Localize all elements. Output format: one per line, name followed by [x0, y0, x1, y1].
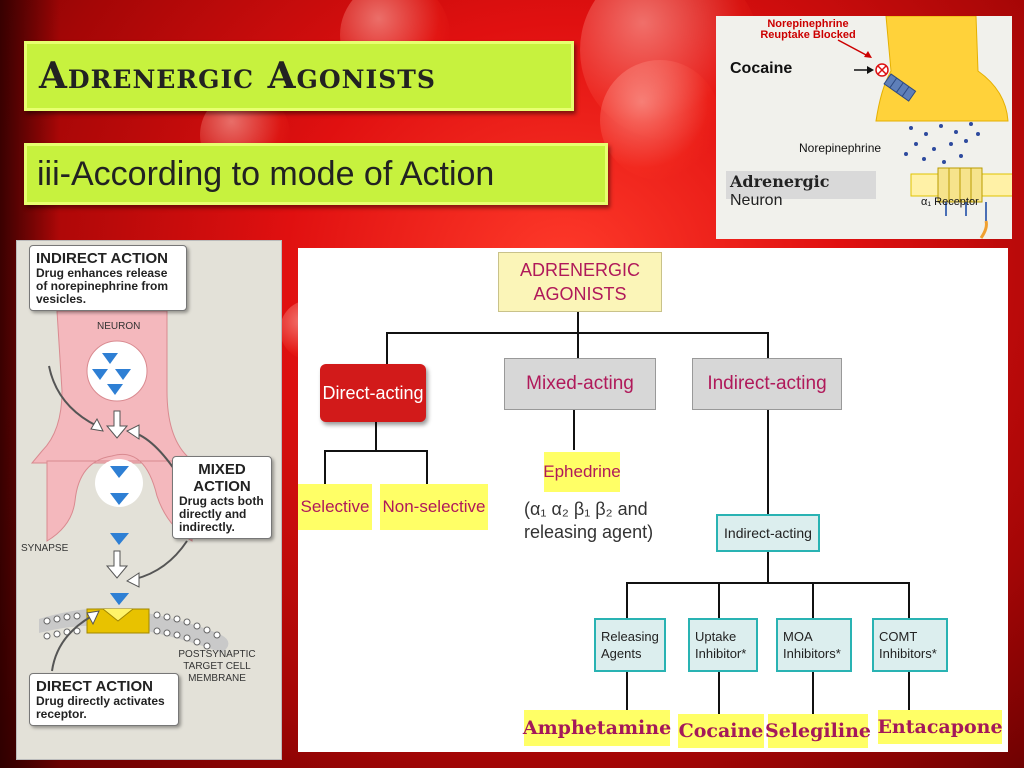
indirect-acting-sub-node: Indirect-acting — [716, 514, 820, 552]
mixed-acting-node: Mixed-acting — [504, 358, 656, 410]
connector-line — [718, 672, 720, 716]
connector-line — [577, 310, 579, 332]
selective-label: Selective — [298, 484, 372, 530]
indirect-acting-node: Indirect-acting — [692, 358, 842, 410]
connector-line — [426, 450, 428, 484]
membrane-label: POSTSYNAPTIC TARGET CELL MEMBRANE — [178, 649, 256, 684]
page-subtitle: iii-According to mode of Action — [37, 154, 495, 193]
connector-line — [626, 582, 910, 584]
connector-line — [626, 582, 628, 618]
reuptake-label-line2: Reuptake Blocked — [760, 29, 856, 41]
connector-line — [908, 672, 910, 716]
amphetamine-label: Amphetamine — [523, 710, 671, 746]
root-node-line1: ADRENERGIC — [519, 260, 640, 280]
direct-action-callout: DIRECT ACTION Drug directly activates re… — [29, 673, 179, 726]
direct-acting-node: Direct-acting — [320, 364, 426, 422]
uptake-line2: Inhibitor* — [695, 646, 747, 661]
releasing-agents-node: Releasing Agents — [594, 618, 666, 672]
comt-inhibitors-node: COMT Inhibitors* — [872, 618, 948, 672]
page-title: Adrenergic Agonists — [39, 55, 436, 97]
releasing-line2: Agents — [601, 646, 642, 661]
moa-line1: MOA — [783, 629, 813, 644]
connector-line — [767, 410, 769, 514]
connector-line — [573, 410, 575, 450]
comt-line1: COMT — [879, 629, 918, 644]
connector-line — [324, 450, 428, 452]
direct-action-text: Drug directly activates receptor. — [36, 694, 165, 721]
indirect-action-text: Drug enhances release of norepinephrine … — [36, 266, 168, 306]
ephedrine-label: Ephedrine — [543, 452, 621, 492]
mixed-action-callout: MIXED ACTION Drug acts both directly and… — [172, 456, 272, 539]
connector-line — [577, 332, 579, 358]
connector-line — [626, 672, 628, 716]
ephedrine-desc-line1: (α₁ α₂ β₁ β₂ and — [524, 499, 648, 519]
moa-inhibitors-node: MOA Inhibitors* — [776, 618, 852, 672]
indirect-action-title: INDIRECT ACTION — [36, 250, 168, 267]
subtitle-box: iii-According to mode of Action — [24, 143, 608, 205]
cocaine-figure: Norepinephrine Reuptake Blocked Cocaine … — [716, 16, 1012, 239]
connector-line — [386, 332, 388, 364]
moa-line2: Inhibitors* — [783, 646, 841, 661]
releasing-line1: Releasing — [601, 629, 659, 644]
mixed-action-text: Drug acts both directly and indirectly. — [179, 494, 264, 534]
connector-line — [375, 422, 377, 452]
neuron-illustration — [30, 310, 229, 672]
connector-line — [767, 332, 769, 358]
entacapone-label: Entacapone — [877, 710, 1003, 744]
neuron-label: NEURON — [97, 321, 141, 332]
title-box: Adrenergic Agonists — [24, 41, 574, 111]
neuron-figure: INDIRECT ACTION Drug enhances release of… — [16, 240, 282, 760]
root-node: ADRENERGIC AGONISTS — [498, 252, 662, 312]
connector-line — [767, 550, 769, 584]
comt-line2: Inhibitors* — [879, 646, 937, 661]
adrenergic-neuron-label: Adrenergic Neuron — [730, 172, 829, 210]
non-selective-label: Non-selective — [380, 484, 488, 530]
connector-line — [812, 582, 814, 618]
indirect-action-callout: INDIRECT ACTION Drug enhances release of… — [29, 245, 187, 311]
connector-line — [324, 450, 326, 484]
ephedrine-desc-line2: releasing agent) — [524, 522, 654, 542]
connector-line — [718, 582, 720, 618]
mixed-action-title: MIXED ACTION — [193, 461, 251, 495]
flowchart-panel: ADRENERGIC AGONISTS Direct-acting Mixed-… — [298, 248, 1008, 752]
root-node-line2: AGONISTS — [533, 284, 627, 304]
synapse-illustration — [726, 16, 1012, 239]
reuptake-label-line1: Norepinephrine — [767, 18, 849, 30]
receptor-label: α₁ Receptor — [921, 196, 979, 208]
synapse-label: SYNAPSE — [21, 543, 69, 554]
neuron-label-line1: Adrenergic — [730, 172, 830, 191]
background-bubble — [600, 60, 720, 180]
connector-line — [908, 582, 910, 618]
uptake-line1: Uptake — [695, 629, 737, 644]
reuptake-blocked-label: Norepinephrine Reuptake Blocked — [748, 19, 868, 41]
cocaine-label-flow: Cocaine — [678, 714, 764, 748]
neuron-label-line2: Neuron — [730, 192, 783, 209]
uptake-inhibitor-node: Uptake Inhibitor* — [688, 618, 758, 672]
direct-action-title: DIRECT ACTION — [36, 678, 153, 695]
cocaine-label: Cocaine — [730, 60, 793, 77]
connector-line — [812, 672, 814, 716]
ephedrine-description: (α₁ α₂ β₁ β₂ and releasing agent) — [524, 496, 658, 546]
selegiline-label: Selegiline — [765, 714, 871, 748]
norepinephrine-label: Norepinephrine — [799, 141, 882, 155]
